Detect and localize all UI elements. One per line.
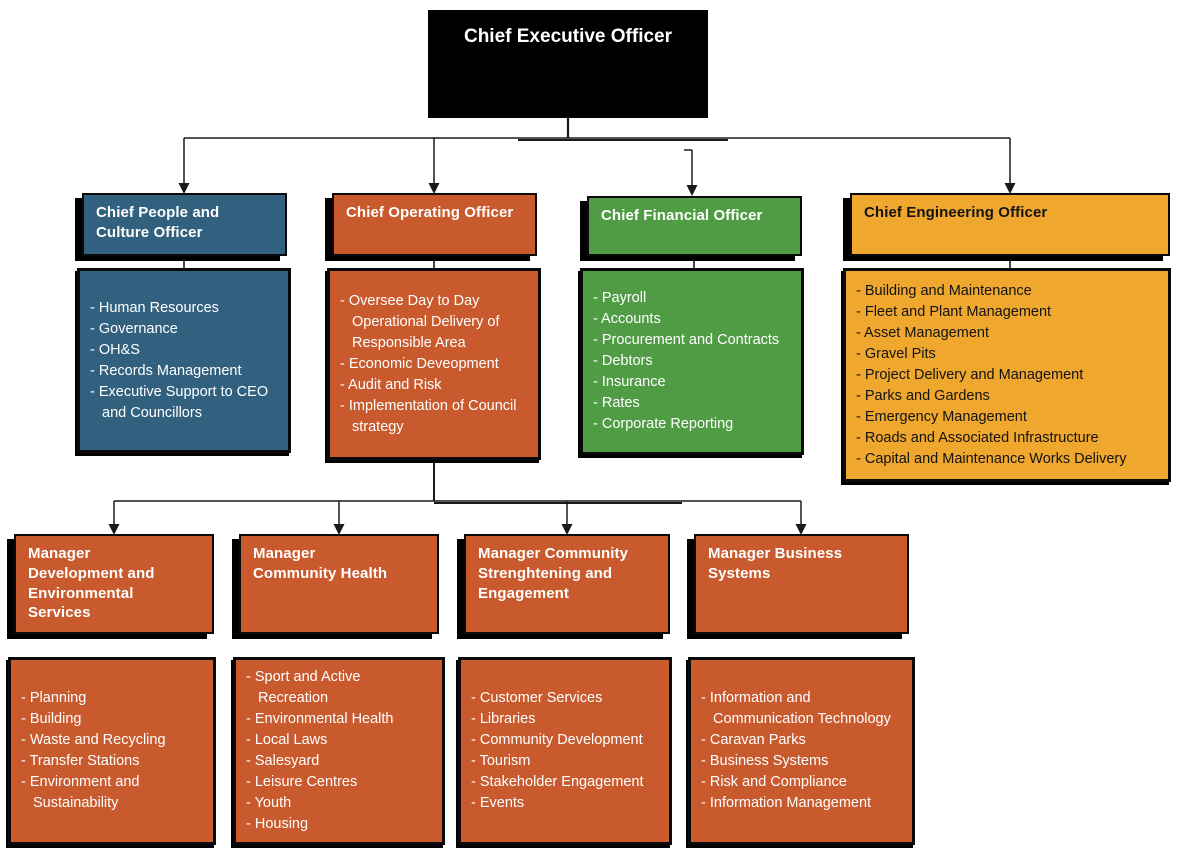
list-item: - Rates	[593, 395, 640, 411]
list-item: - Audit and Risk	[340, 376, 442, 393]
list-item: - Governance	[90, 320, 178, 337]
officer-title: Chief Operating Officer	[346, 204, 514, 221]
list-item: - Accounts	[593, 311, 661, 327]
manager-header-business-systems: Manager Business Systems	[694, 534, 909, 634]
officer-body-operating: - Oversee Day to Day Operational Deliver…	[327, 268, 541, 460]
list-item: - Leisure Centres	[246, 774, 358, 790]
officer-title: Chief People and Culture Officer	[96, 204, 220, 241]
list-item: - Fleet and Plant Management	[856, 303, 1052, 320]
manager-header-community-health: Manager Community Health	[239, 534, 439, 634]
list-item: - Stakeholder Engagement	[471, 774, 644, 790]
ceo-box: Chief Executive Officer	[428, 10, 708, 118]
manager-body-community-health: - Sport and Active Recreation - Environme…	[233, 657, 445, 845]
list-item: - Environmental Health	[246, 711, 394, 727]
list-item: - Building and Maintenance	[856, 282, 1032, 299]
list-item: - Tourism	[471, 753, 531, 769]
manager-title: Manager Community Health	[253, 545, 388, 582]
list-item: - Parks and Gardens	[856, 387, 990, 404]
list-item: - Information and Communication Technolo…	[701, 690, 891, 727]
officer-header-people-culture: Chief People and Culture Officer	[82, 193, 287, 256]
list-item: - Risk and Compliance	[701, 774, 847, 790]
list-item: - Planning	[21, 690, 87, 706]
list-item: - Human Resources	[90, 299, 219, 316]
list-item: - Caravan Parks	[701, 732, 806, 748]
officer-body-people-culture: - Human Resources - Governance - OH&S - Rec…	[77, 268, 291, 453]
list-item: - Insurance	[593, 374, 666, 390]
list-item: - Community Development	[471, 732, 643, 748]
list-item: - Economic Deveopment	[340, 355, 499, 372]
list-item: - Implementation of Council strategy	[340, 397, 517, 435]
list-item: - Project Delivery and Management	[856, 366, 1084, 383]
manager-title: Manager Development and Environmental Se…	[28, 545, 155, 622]
list-item: - Roads and Associated Infrastructure	[856, 429, 1099, 446]
manager-header-community-strengthening: Manager Community Strenghtening and Enga…	[464, 534, 670, 634]
list-item: - Payroll	[593, 290, 647, 306]
officer-header-financial: Chief Financial Officer	[587, 196, 802, 256]
list-item: - Business Systems	[701, 753, 829, 769]
manager-title: Manager Business Systems	[708, 545, 843, 582]
list-item: - Salesyard	[246, 753, 320, 769]
manager-body-community-strengthening: - Customer Services - Libraries - Communit…	[458, 657, 672, 845]
ceo-title: Chief Executive Officer	[463, 26, 673, 47]
manager-title: Manager Community Strenghtening and Enga…	[478, 545, 629, 602]
list-item: - Information Management	[701, 795, 872, 811]
list-item: - Capital and Maintenance Works Delivery	[856, 450, 1127, 467]
list-item: - Sport and Active Recreation	[246, 669, 361, 706]
list-item: - Records Management	[90, 362, 242, 379]
list-item: - Transfer Stations	[21, 753, 140, 769]
manager-body-business-systems: - Information and Communication Technolo…	[688, 657, 915, 845]
list-item: - Emergency Management	[856, 408, 1027, 425]
list-item: - Asset Management	[856, 324, 989, 341]
officer-body-engineering: - Building and Maintenance - Fleet and Pl…	[843, 268, 1171, 482]
list-item: - Youth	[246, 795, 292, 811]
officer-title: Chief Engineering Officer	[864, 204, 1048, 221]
officer-header-engineering: Chief Engineering Officer	[850, 193, 1170, 256]
list-item: - Environment and Sustainability	[21, 774, 140, 811]
list-item: - Procurement and Contracts	[593, 332, 780, 348]
list-item: - Housing	[246, 816, 309, 832]
list-item: - Libraries	[471, 711, 536, 727]
list-item: - Executive Support to CEO and Councillo…	[90, 383, 269, 421]
manager-body-development-environmental: - Planning - Building - Waste and Recyclin…	[8, 657, 216, 845]
list-item: - Waste and Recycling	[21, 732, 166, 748]
list-item: - Customer Services	[471, 690, 603, 706]
list-item: - Local Laws	[246, 732, 328, 748]
list-item: - Debtors	[593, 353, 653, 369]
officer-header-operating: Chief Operating Officer	[332, 193, 537, 256]
manager-header-development-environmental: Manager Development and Environmental Se…	[14, 534, 214, 634]
list-item: - Oversee Day to Day Operational Deliver…	[340, 292, 500, 351]
list-item: - Gravel Pits	[856, 345, 936, 362]
officer-title: Chief Financial Officer	[601, 207, 763, 224]
list-item: - Corporate Reporting	[593, 416, 734, 432]
list-item: - Events	[471, 795, 525, 811]
list-item: - Building	[21, 711, 82, 727]
officer-body-financial: - Payroll - Accounts - Procurement and Con…	[580, 268, 804, 455]
list-item: - OH&S	[90, 341, 140, 358]
